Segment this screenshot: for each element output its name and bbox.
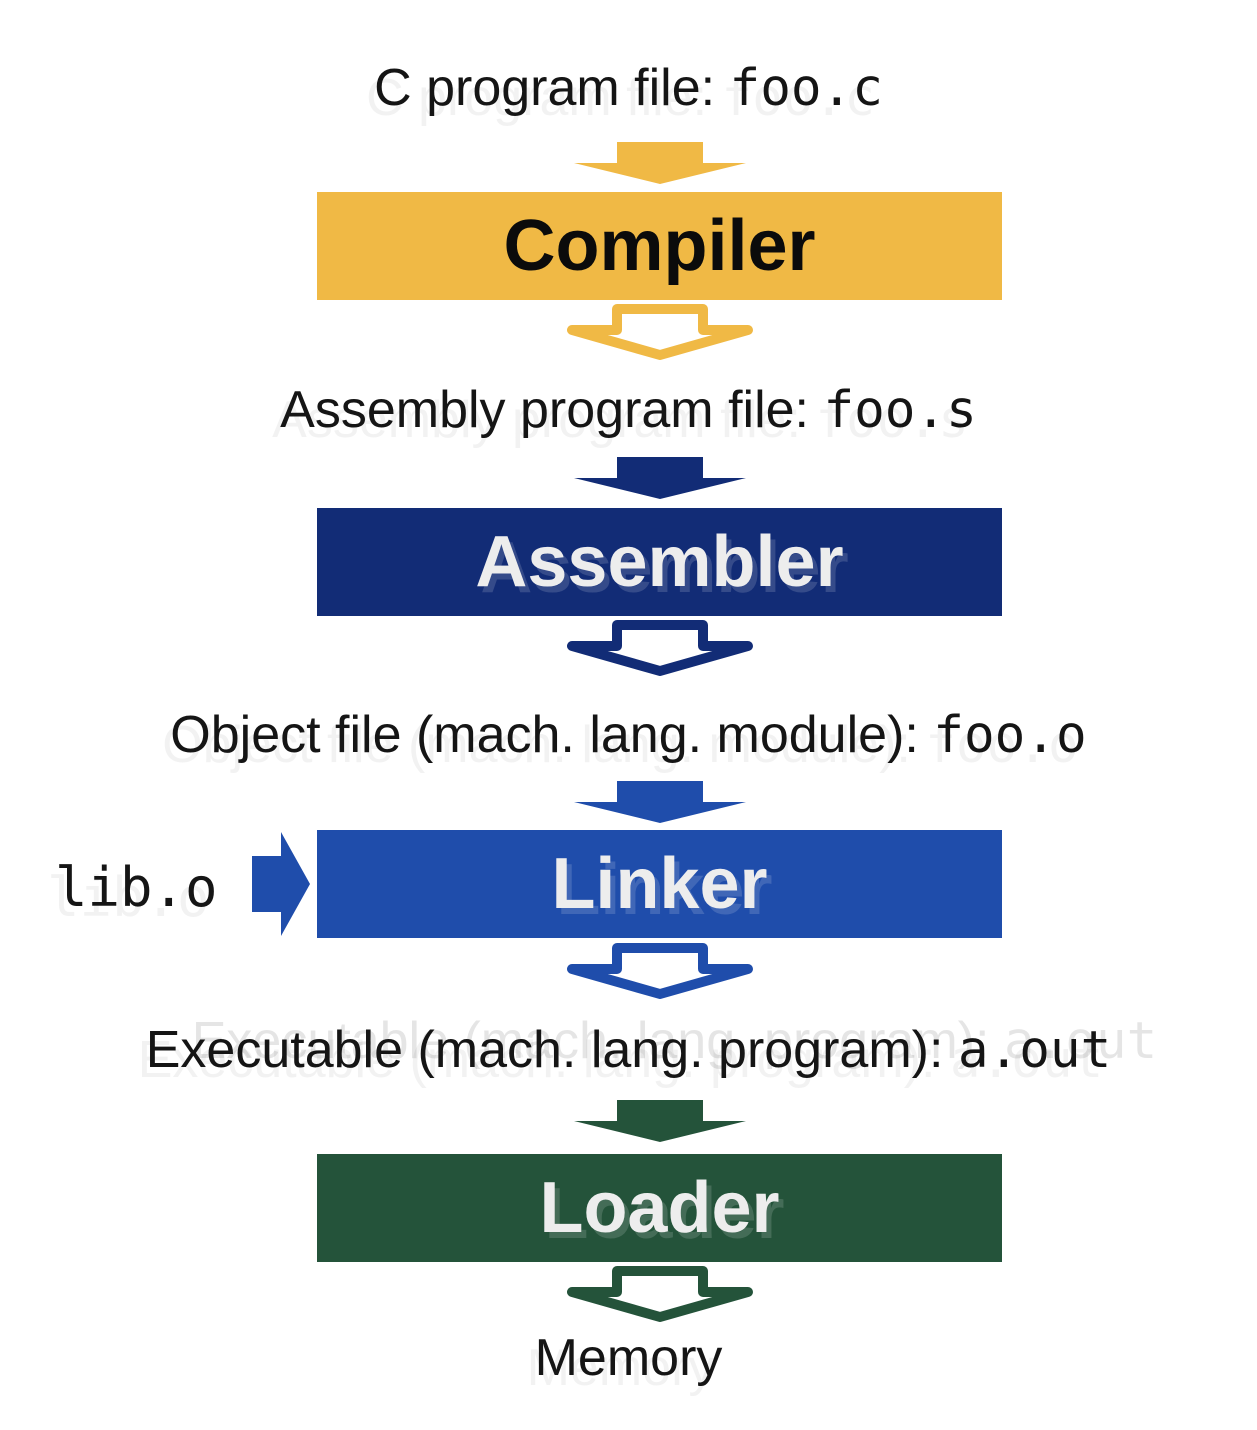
lib-o-label: lib.o	[55, 856, 218, 919]
hollow-down-arrow-shape	[567, 304, 753, 360]
executable-file-ghost-label: Executable (mach. lang. program): a.out	[191, 1012, 1158, 1071]
compiler-box: Compiler	[317, 192, 1002, 300]
assembly-filename: foo.s	[823, 381, 977, 440]
object-file-text: Object file (mach. lang. module):	[170, 706, 934, 764]
solid-down-arrow-shape	[574, 457, 746, 499]
c-program-filename: foo.c	[729, 59, 883, 118]
assembly-file-text: Assembly program file:	[280, 381, 824, 439]
hollow-down-arrow-shape	[567, 620, 753, 676]
hollow-down-arrow-icon	[567, 304, 753, 360]
hollow-down-arrow-shape	[567, 943, 753, 999]
hollow-down-arrow-icon	[567, 943, 753, 999]
hollow-down-arrow-icon	[567, 1266, 753, 1322]
solid-down-arrow-shape	[574, 1100, 746, 1142]
object-file-label: Object file (mach. lang. module): foo.o	[0, 707, 1257, 764]
hollow-down-arrow-shape	[567, 1266, 753, 1322]
executable-file-label: Executable (mach. lang. program): a.out	[0, 1022, 1257, 1079]
solid-down-arrow-icon	[574, 142, 746, 184]
c-program-file-label: C program file: foo.c	[0, 60, 1257, 117]
solid-down-arrow-shape	[574, 781, 746, 823]
solid-right-arrow-shape	[252, 832, 310, 936]
c-program-file-text: C program file:	[374, 59, 730, 117]
assembly-file-label: Assembly program file: foo.s	[0, 382, 1257, 439]
assembler-box: Assembler	[317, 508, 1002, 616]
memory-label: Memory	[534, 1329, 723, 1387]
solid-down-arrow-icon	[574, 457, 746, 499]
loader-box: Loader	[317, 1154, 1002, 1262]
solid-right-arrow-icon	[252, 832, 310, 936]
object-filename: foo.o	[933, 706, 1087, 765]
solid-down-arrow-shape	[574, 142, 746, 184]
linker-box: Linker	[317, 830, 1002, 938]
solid-down-arrow-icon	[574, 1100, 746, 1142]
solid-down-arrow-icon	[574, 781, 746, 823]
hollow-down-arrow-icon	[567, 620, 753, 676]
executable-filename: a.out	[957, 1021, 1112, 1080]
executable-file-text: Executable (mach. lang. program):	[145, 1021, 958, 1079]
